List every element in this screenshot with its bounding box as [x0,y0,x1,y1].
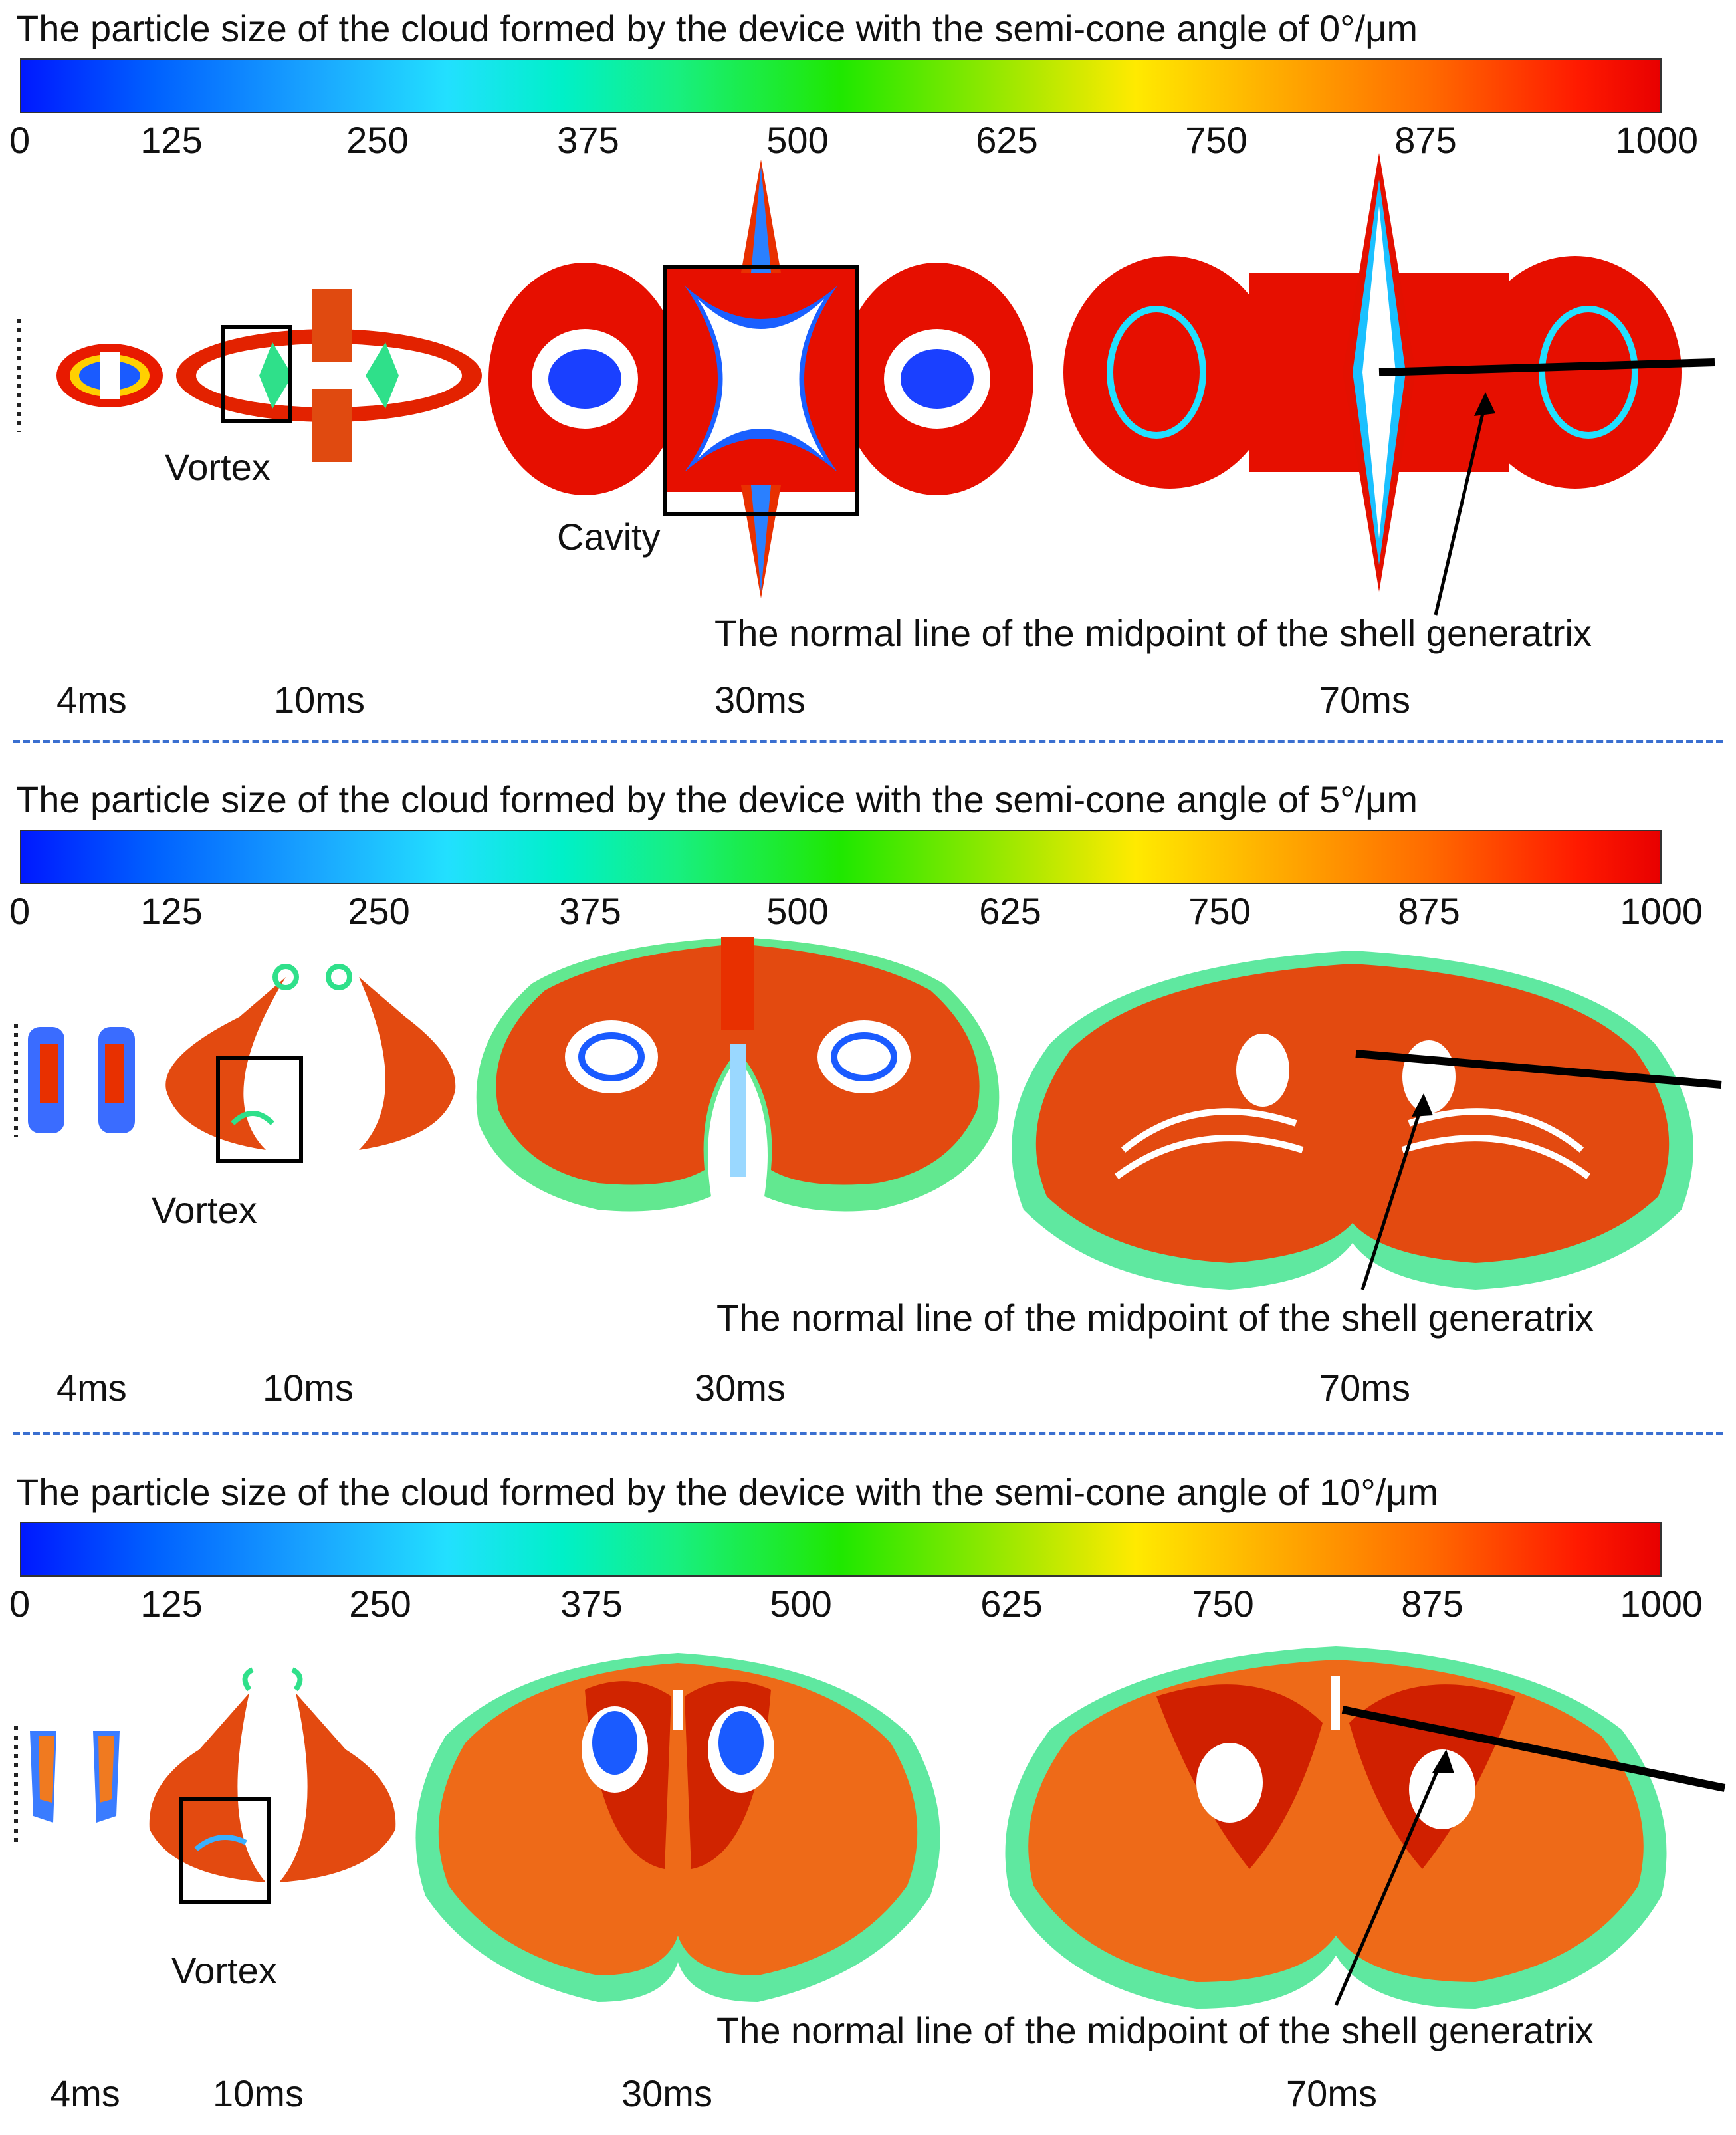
colorbar-tick: 125 [140,890,203,932]
colorbar-tick: 1000 [1620,890,1703,932]
normal-line-arrow [1434,401,1487,616]
colorbar-tick: 250 [349,1583,411,1625]
colorbar-tick: 750 [1185,119,1248,161]
panel-5-deg: The particle size of the cloud formed by… [0,778,1736,1442]
colorbar-tick: 625 [979,890,1041,932]
colorbar-tick: 500 [766,119,829,161]
colorbar-tick: 875 [1401,1583,1464,1625]
time-label-4ms: 4ms [56,1367,127,1408]
colorbar-tick: 0 [9,119,31,161]
cloud-4ms [30,1731,120,1823]
cloud-10ms [165,964,456,1163]
colorbar [20,1522,1662,1577]
time-label-70ms: 70ms [1286,2073,1377,2114]
panel-10-deg: The particle size of the cloud formed by… [0,1470,1736,2135]
vortex-label: Vortex [171,1950,277,1991]
vortex-label: Vortex [152,1189,257,1231]
normal-line-label: The normal line of the midpoint of the s… [716,2009,1594,2051]
colorbar-tick: 875 [1398,890,1460,932]
colorbar-tick: 875 [1394,119,1457,161]
arrow-head [1412,1093,1433,1117]
colorbar-tick: 375 [557,119,619,161]
vortex-box [216,1056,303,1163]
colorbar-tick: 625 [976,119,1038,161]
cloud-70ms [1005,1646,1726,2009]
vortex-box [221,325,292,423]
time-label-10ms: 10ms [213,2073,304,2114]
cloud-images-10-deg [14,1646,1726,2009]
cloud-images-0-deg [17,153,1715,616]
colorbar-tick: 1000 [1620,1583,1703,1625]
normal-line-arrow [1360,1103,1424,1290]
vortex-box [179,1797,271,1904]
normal-line [1378,358,1715,376]
colorbar-tick: 625 [980,1583,1043,1625]
colorbar-ticks: 0 125 250 375 500 625 750 875 1000 [0,118,1736,165]
cloud-4ms [56,344,163,407]
colorbar [20,58,1662,113]
cloud-70ms [1063,153,1715,616]
colorbar-tick: 750 [1192,1583,1254,1625]
cloud-30ms [415,1653,940,2002]
colorbar-tick: 0 [9,890,31,932]
cloud-10ms [176,289,482,462]
colorbar-tick: 500 [766,890,829,932]
panel-0-deg: The particle size of the cloud formed by… [0,7,1736,738]
colorbar-tick: 0 [9,1583,31,1625]
normal-line [1355,1050,1722,1089]
colorbar-tick: 375 [559,890,621,932]
time-label-70ms: 70ms [1319,679,1410,721]
colorbar-ticks: 0 125 250 375 500 625 750 875 1000 [0,889,1736,936]
time-label-4ms: 4ms [50,2073,120,2114]
normal-line-arrow [1334,1759,1444,2006]
cloud-30ms [488,160,1033,598]
colorbar-tick: 250 [346,119,409,161]
cavity-box [663,265,859,516]
colorbar-tick: 125 [140,119,203,161]
time-label-10ms: 10ms [274,679,365,721]
time-label-30ms: 30ms [621,2073,712,2114]
normal-line [1341,1706,1726,1792]
time-label-10ms: 10ms [263,1367,354,1408]
cavity-label: Cavity [557,516,661,558]
colorbar-tick: 250 [348,890,410,932]
normal-line-label: The normal line of the midpoint of the s… [716,1297,1594,1339]
colorbar-ticks: 0 125 250 375 500 625 750 875 1000 [0,1582,1736,1629]
cloud-30ms [476,937,1000,1212]
colorbar-tick: 125 [140,1583,203,1625]
time-label-30ms: 30ms [714,679,806,721]
time-label-70ms: 70ms [1319,1367,1410,1408]
cloud-70ms [1012,951,1722,1290]
panel-separator [13,740,1723,743]
arrow-head [1474,392,1495,416]
panel-separator [13,1432,1723,1435]
colorbar [20,830,1662,884]
cloud-4ms [28,1027,135,1133]
time-label-30ms: 30ms [695,1367,786,1408]
panel-title: The particle size of the cloud formed by… [16,778,1418,820]
cloud-images-5-deg [14,937,1722,1290]
panel-title: The particle size of the cloud formed by… [16,7,1418,49]
time-label-4ms: 4ms [56,679,127,721]
colorbar-tick: 1000 [1615,119,1698,161]
arrow-head [1432,1749,1454,1773]
normal-line-label: The normal line of the midpoint of the s… [714,612,1592,654]
panel-title: The particle size of the cloud formed by… [16,1471,1439,1513]
vortex-label: Vortex [165,446,271,488]
colorbar-tick: 375 [560,1583,623,1625]
cloud-10ms [149,1667,396,1904]
colorbar-tick: 750 [1188,890,1251,932]
colorbar-tick: 500 [770,1583,832,1625]
